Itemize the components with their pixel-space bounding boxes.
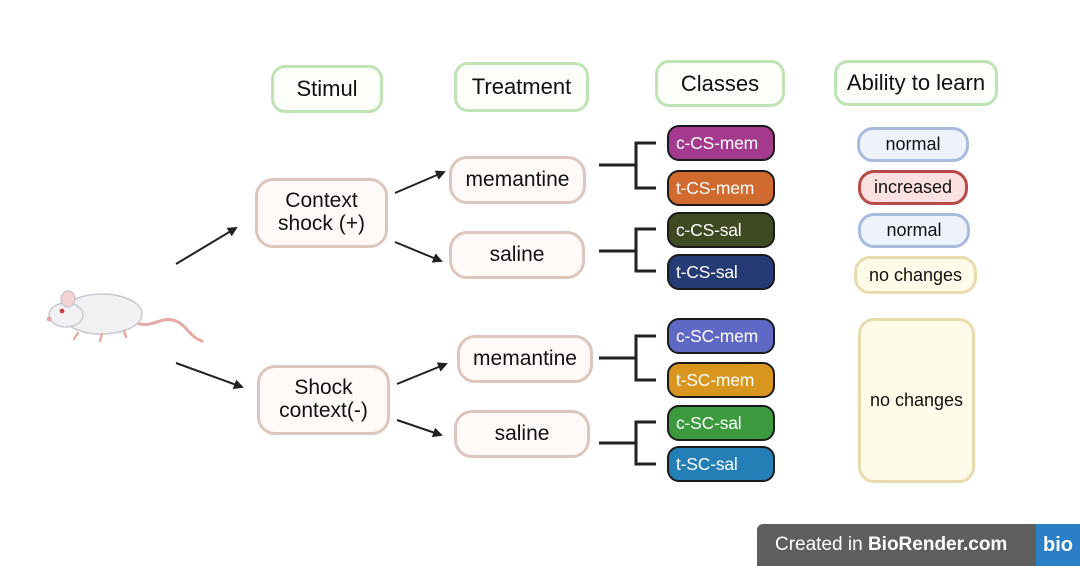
class-c-sc-sal: c-SC-sal — [667, 405, 775, 441]
arrow-context-to-memantine — [394, 170, 446, 194]
arrow-shock-to-saline — [396, 419, 443, 438]
bracket-memantine-top — [599, 141, 656, 190]
treatment-saline-bottom: saline — [454, 410, 590, 458]
bracket-saline-bottom — [599, 420, 656, 466]
ability-increased: increased — [858, 170, 968, 205]
biorender-watermark[interactable]: Created in BioRender.com bio — [757, 524, 1080, 566]
stimulus-context-shock: Context shock (+) — [255, 178, 388, 248]
class-t-sc-sal: t-SC-sal — [667, 446, 775, 482]
watermark-text: Created in BioRender.com — [775, 534, 1008, 555]
biorender-logo-icon: bio — [1036, 524, 1080, 566]
shock-context-line2: context(-) — [279, 399, 368, 422]
treatment-saline-top: saline — [449, 231, 585, 279]
header-treatment: Treatment — [454, 62, 589, 112]
bracket-memantine-bottom — [599, 334, 656, 382]
ability-no-changes-2: no changes — [858, 318, 975, 483]
arrow-context-to-saline — [394, 241, 443, 263]
header-ability-to-learn: Ability to learn — [834, 60, 998, 106]
class-t-cs-mem: t-CS-mem — [667, 170, 775, 206]
ability-normal-1: normal — [857, 127, 969, 162]
shock-context-line1: Shock — [294, 376, 353, 400]
class-c-sc-mem: c-SC-mem — [667, 318, 775, 354]
context-shock-line1: Context — [285, 189, 358, 213]
stimulus-shock-context: Shock context(-) — [257, 365, 390, 435]
ability-normal-2: normal — [858, 213, 970, 248]
class-t-cs-sal: t-CS-sal — [667, 254, 775, 290]
class-t-sc-mem: t-SC-mem — [667, 362, 775, 398]
treatment-memantine-bottom: memantine — [457, 335, 593, 383]
ability-no-changes-1: no changes — [854, 256, 977, 294]
bracket-saline-top — [599, 227, 656, 273]
arrow-mouse-to-context-shock — [175, 226, 238, 265]
class-c-cs-mem: c-CS-mem — [667, 125, 775, 161]
treatment-memantine-top: memantine — [449, 156, 586, 204]
header-stimul: Stimul — [271, 65, 383, 113]
arrow-shock-to-memantine — [396, 362, 448, 385]
arrow-mouse-to-shock-context — [175, 362, 244, 389]
header-classes: Classes — [655, 60, 785, 107]
mouse-icon — [46, 290, 204, 343]
class-c-cs-sal: c-CS-sal — [667, 212, 775, 248]
context-shock-line2: shock (+) — [278, 212, 365, 235]
